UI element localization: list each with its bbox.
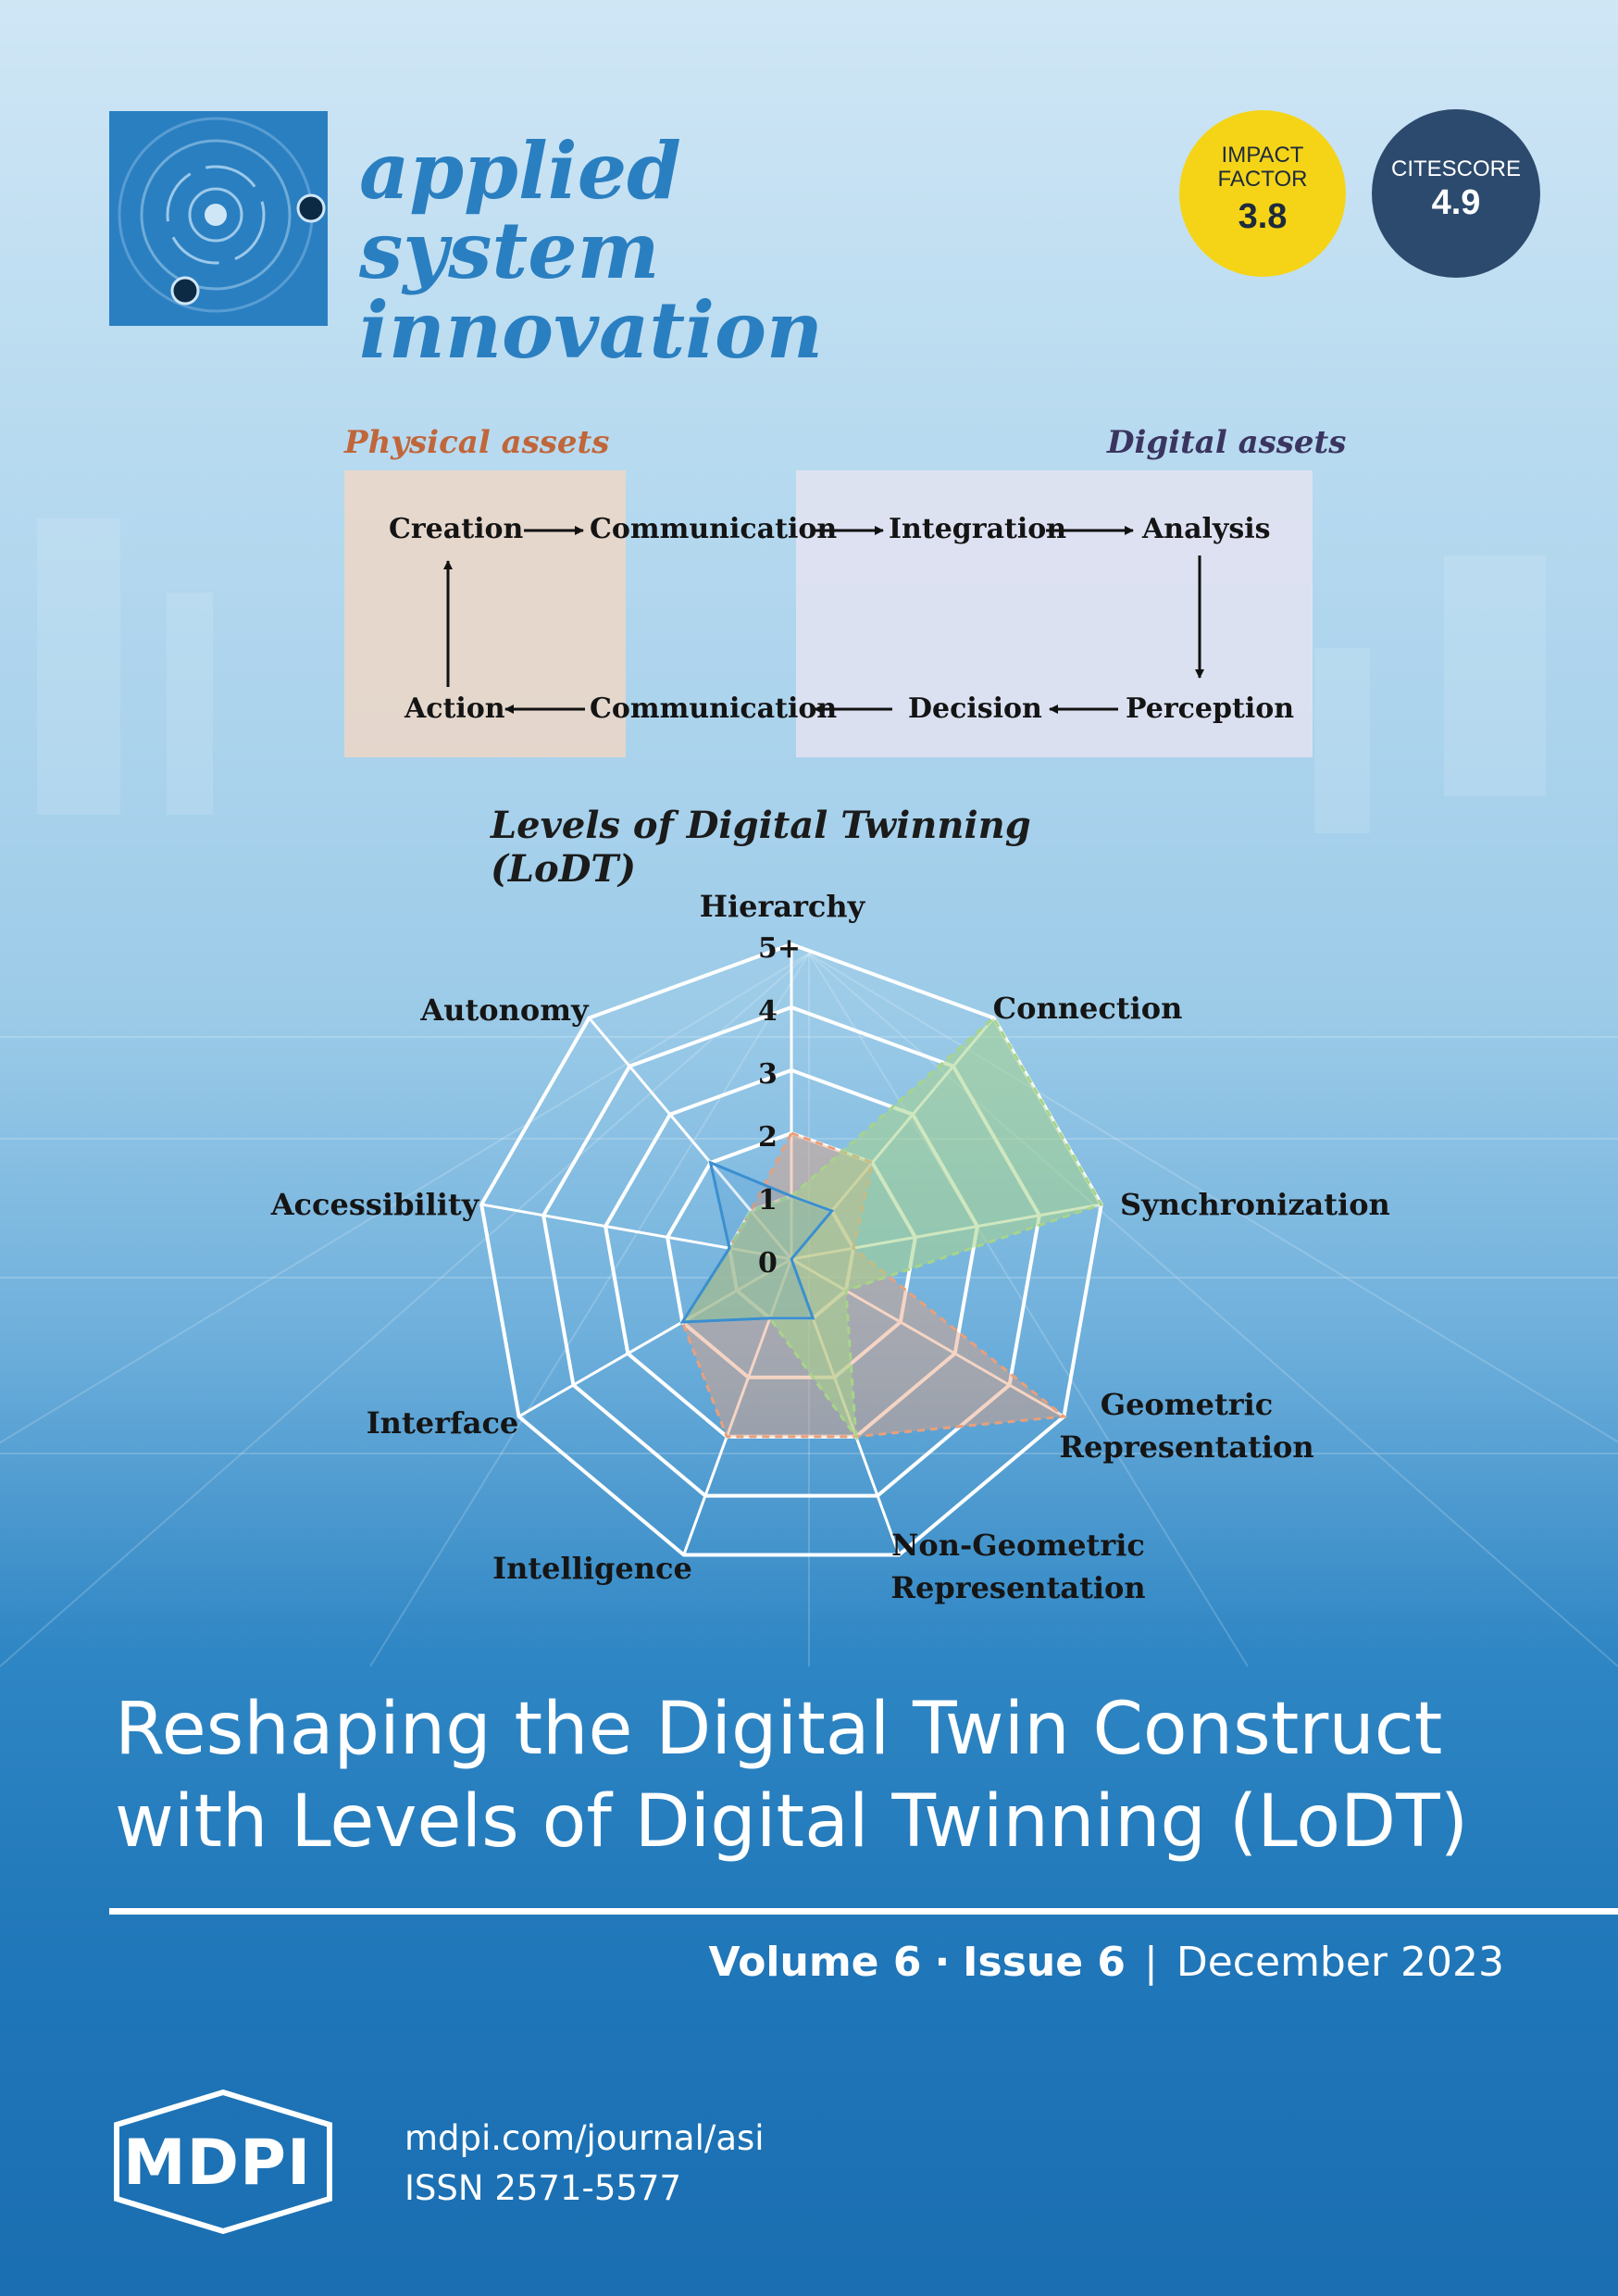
radar-axis-label: Connection — [993, 991, 1183, 1026]
node-analysis: Analysis — [1142, 513, 1271, 545]
radar-axis-label: Accessibility — [270, 1187, 480, 1222]
radar-axis-label: Synchronization — [1120, 1187, 1390, 1222]
issue-label: Issue 6 — [963, 1939, 1126, 1986]
citescore-badge: CITESCORE 4.9 — [1372, 109, 1540, 278]
node-communication-bottom: Communication — [590, 693, 838, 725]
radar-axis-label-line: Intelligence — [492, 1551, 692, 1586]
node-decision: Decision — [908, 693, 1042, 725]
article-title-line1: Reshaping the Digital Twin Construct — [115, 1688, 1443, 1771]
impact-factor-value: 3.8 — [1238, 197, 1288, 236]
radar-series-area — [679, 1160, 835, 1324]
concentric-circles-icon — [118, 117, 326, 313]
node-action: Action — [404, 693, 505, 725]
radar-axis-label-line: Representation — [890, 1570, 1145, 1605]
radar-axis-label-line: Non-Geometric — [891, 1528, 1145, 1563]
lodt-radar-chart: 0 1 2 3 4 5+ HierarchyConnectionSynchronizatio… — [270, 889, 1390, 1605]
radar-tick-label: 0 — [758, 1247, 778, 1279]
radar-axis-label-line: Interface — [367, 1405, 519, 1441]
radar-axis-label-line: Geometric — [1101, 1387, 1274, 1422]
citescore-label: CITESCORE — [1390, 156, 1521, 181]
radar-tick-label: 4 — [758, 995, 778, 1028]
article-title: Reshaping the Digital Twin Construct wit… — [115, 1683, 1559, 1868]
article-title-line2: with Levels of Digital Twinning (LoDT) — [115, 1780, 1469, 1864]
journal-url[interactable]: mdpi.com/journal/asi — [404, 2118, 765, 2158]
journal-name: applied system innovation — [359, 131, 1007, 370]
issue-date: December 2023 — [1176, 1939, 1504, 1986]
node-integration: Integration — [889, 513, 1067, 545]
radar-series-area — [679, 1016, 1104, 1441]
node-perception: Perception — [1126, 693, 1295, 725]
title-divider — [109, 1908, 1618, 1915]
mdpi-hexagon-icon — [114, 2089, 332, 2235]
issue-separator: | — [1144, 1939, 1158, 1986]
issue-info: Volume 6 · Issue 6 | December 2023 — [648, 1939, 1504, 1986]
radar-axis-label: Hierarchy — [700, 889, 866, 924]
physical-assets-label: Physical assets — [344, 424, 610, 461]
publisher-logo-text: MDPI — [123, 2127, 312, 2200]
radar-axis-label-line: Connection — [993, 991, 1183, 1026]
volume-label: Volume 6 — [708, 1939, 922, 1986]
radar-axis-label-line: Hierarchy — [700, 889, 866, 924]
journal-name-line2: innovation — [359, 284, 824, 376]
journal-issn: ISSN 2571-5577 — [404, 2168, 681, 2208]
radar-tick-label: 2 — [758, 1121, 778, 1154]
volume-issue-dot: · — [934, 1939, 951, 1986]
radar-axis-label: Intelligence — [492, 1551, 692, 1586]
node-communication-top: Communication — [590, 513, 838, 545]
radar-tick-label: 5+ — [758, 932, 801, 965]
radar-axis-label-line: Autonomy — [419, 992, 590, 1028]
radar-tick-label: 1 — [758, 1184, 778, 1217]
citescore-value: 4.9 — [1431, 183, 1481, 222]
impact-label-2: FACTOR — [1217, 167, 1308, 192]
radar-axis-label-line: Representation — [1059, 1429, 1313, 1465]
digital-assets-label: Digital assets — [1107, 424, 1347, 461]
radar-tick-label: 3 — [758, 1058, 778, 1091]
chart-title: Levels of Digital Twinning (LoDT) — [491, 804, 1031, 891]
radar-axis-label: Autonomy — [419, 992, 590, 1028]
journal-name-line1: applied system — [359, 125, 681, 296]
impact-label-1: IMPACT — [1221, 143, 1304, 168]
journal-logo — [109, 111, 328, 326]
asset-flow-diagram — [344, 470, 1313, 757]
radar-axis-label-line: Accessibility — [270, 1187, 480, 1222]
radar-axis-label: Interface — [367, 1405, 519, 1441]
node-creation: Creation — [389, 513, 524, 545]
radar-axis-label-line: Synchronization — [1120, 1187, 1390, 1222]
